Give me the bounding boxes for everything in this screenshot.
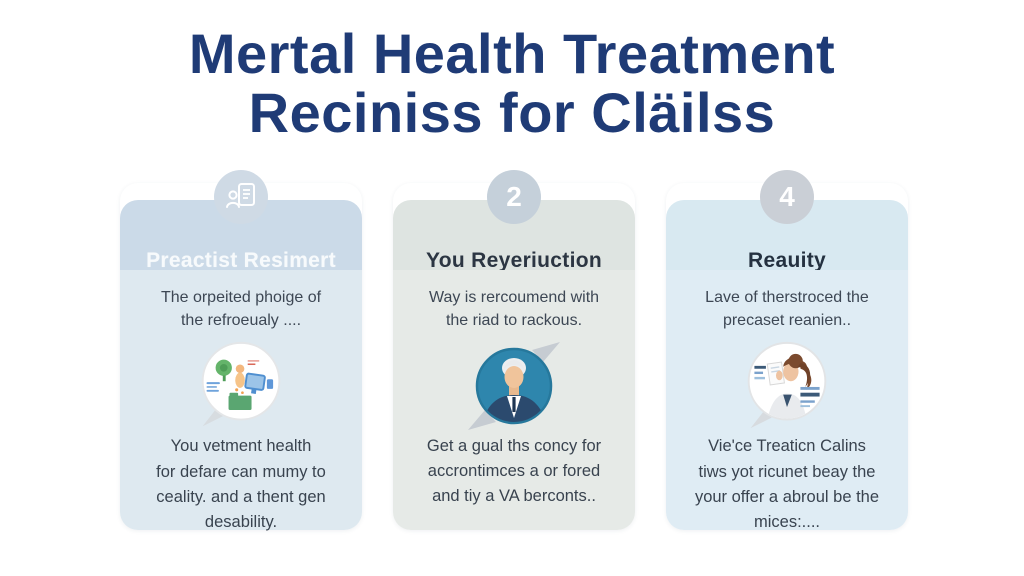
card3-footer: Vie'ce Treaticn Calins tiws yot ricunet … <box>666 434 908 535</box>
card2-footer-line1: Get a gual ths concy for <box>426 437 602 455</box>
consultation-clipart-bubble <box>201 341 281 427</box>
card3-footer-lead: Vie'ce Treaticn Calins <box>708 437 866 455</box>
counselor-avatar-bubble <box>468 342 560 430</box>
cards-row: Preactist Resimert The orpeited phoige o… <box>120 170 908 531</box>
card1-footer-lead: You vetment health <box>170 437 312 455</box>
card1-intro-line2: the refroeualy .... <box>180 312 302 329</box>
page-title-line2: Reciniss for Cläilss <box>248 81 776 144</box>
card2-intro: Way is rercoumend with the riad to racko… <box>393 286 635 332</box>
card2-footer-line3: and tiy a VA berconts.. <box>432 487 596 505</box>
card1-badge <box>214 170 268 224</box>
page-title: Mertal Health Treatment Reciniss for Clä… <box>0 24 1024 142</box>
card3-body: Lave of therstroced the precaset reanien… <box>666 270 908 531</box>
person-document-icon <box>226 183 255 208</box>
card2-footer-line2: accrontimces a or fored <box>427 462 601 480</box>
card2-body: Way is rercoumend with the riad to racko… <box>393 270 635 530</box>
card1-intro: The orpeited phoige of the refroeualy ..… <box>120 286 362 332</box>
card2-intro-line1: Way is rercoumend with <box>428 289 600 306</box>
card3-intro-line1: Lave of therstroced the <box>705 289 869 306</box>
card1-footer-line1: for defare can mumy to <box>156 463 326 481</box>
card3-step-number: 4 <box>779 181 795 212</box>
card2-badge: 2 <box>487 170 541 224</box>
card-reauity: 4 Reauity Lave of therstroced the precas… <box>666 170 908 531</box>
card3-intro-line2: precaset reanien.. <box>722 312 852 329</box>
reviewer-woman-bubble <box>747 341 827 429</box>
card3-footer-line1: tiws yot ricunet beay the <box>698 463 876 481</box>
card3-footer-line2: your offer a abroul be the <box>694 488 880 506</box>
card-practist-resimert: Preactist Resimert The orpeited phoige o… <box>120 170 362 531</box>
card1-footer-line3: desability. <box>204 513 278 531</box>
card3-badge: 4 <box>760 170 814 224</box>
card2-step-number: 2 <box>506 181 522 212</box>
card-you-reyeriuction: 2 You Reyeriuction Way is rercoumend wit… <box>393 170 635 530</box>
card1-intro-line1: The orpeited phoige of <box>160 289 322 306</box>
card2-intro-line2: the riad to rackous. <box>445 312 583 329</box>
card3-intro: Lave of therstroced the precaset reanien… <box>666 286 908 332</box>
card3-footer-line3: mices:.... <box>753 513 820 531</box>
card1-body: The orpeited phoige of the refroeualy ..… <box>120 270 362 531</box>
page-title-line1: Mertal Health Treatment <box>188 22 836 85</box>
card2-footer: Get a gual ths concy for accrontimces a … <box>393 434 635 509</box>
card1-footer: You vetment health for defare can mumy t… <box>120 434 362 535</box>
card1-footer-line2: ceality. and a thent gen <box>156 488 326 506</box>
